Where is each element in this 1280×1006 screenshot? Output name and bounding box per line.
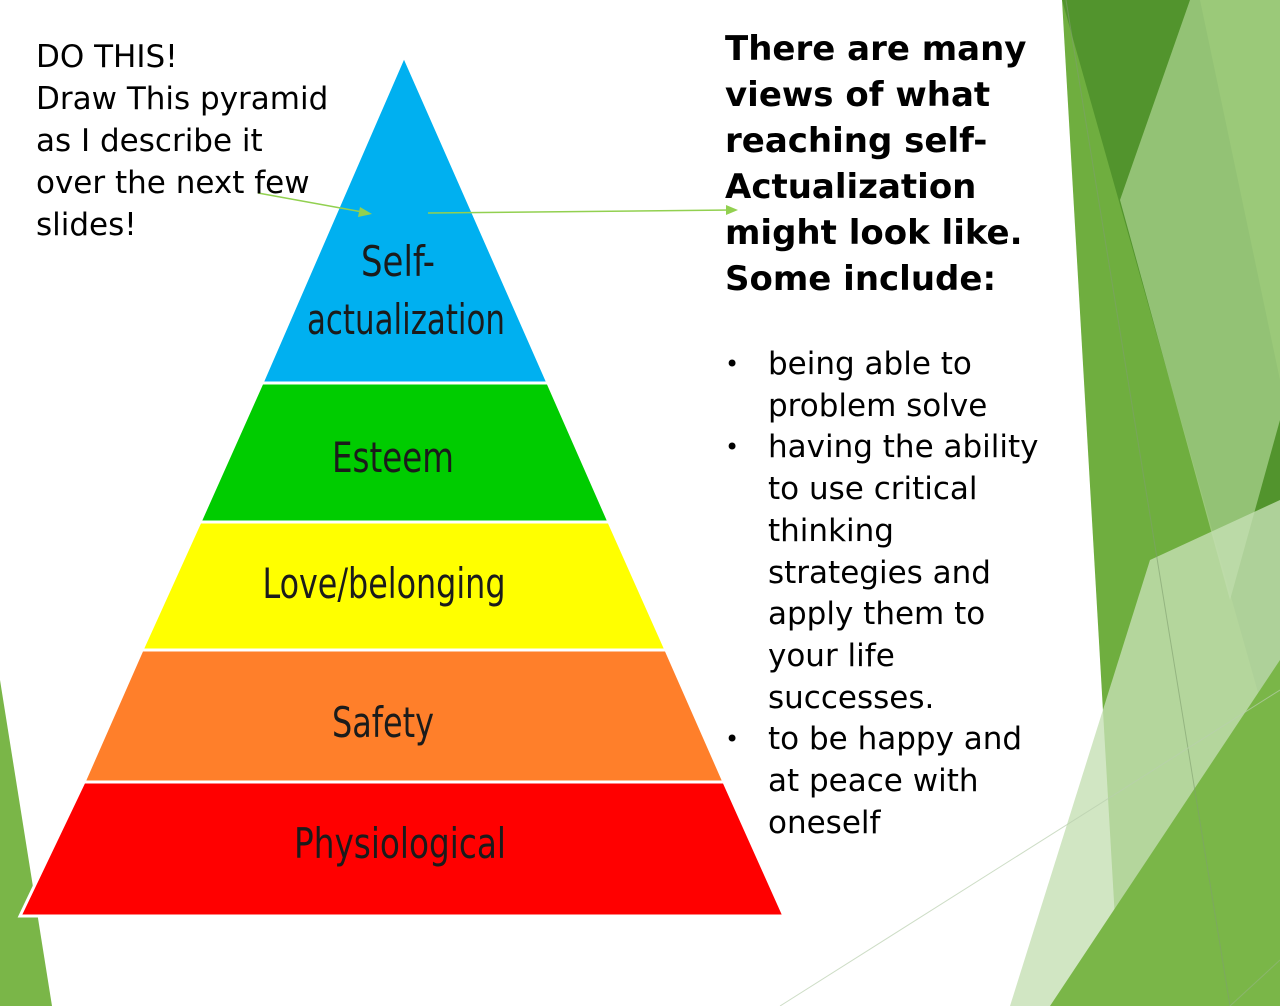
pyramid-label-esteem: Esteem (332, 433, 454, 482)
connector-arrows (257, 192, 738, 217)
heading-line: views of what (725, 75, 991, 115)
decor-line-2 (779, 689, 1280, 1006)
bullet-line: apply them to (768, 596, 986, 633)
instruction-line: DO THIS! (36, 39, 178, 75)
pyramid-label-love-belonging: Love/belonging (263, 559, 506, 608)
heading-line: reaching self- (725, 121, 988, 161)
pyramid-label-physiological: Physiological (294, 819, 506, 868)
pyramid-label-self-actualization-line2: actualization (307, 295, 505, 344)
arrow-instruction-to-pyramid-head (358, 207, 372, 217)
self-actualization-heading: There are many views of what reaching se… (725, 26, 1055, 302)
bullet-icon: • (725, 725, 740, 754)
heading-line: might look like. (725, 213, 1023, 253)
instruction-line: as I describe it (36, 123, 263, 159)
bullet-icon: • (725, 350, 740, 378)
bullet-icon: • (725, 433, 740, 462)
bullet-line: being able to (768, 346, 972, 382)
pyramid-level-physiological (17, 780, 787, 918)
bullet-item: • being able to problem solve (725, 344, 1085, 427)
decorative-green-bands (779, 0, 1280, 1006)
decor-band-light (1120, 0, 1280, 600)
bullet-line: your life (768, 637, 895, 674)
decor-line-1 (1065, 0, 1231, 1006)
bullet-line: to be happy and (768, 721, 1023, 758)
instruction-text: DO THIS! Draw This pyramid as I describe… (36, 36, 356, 246)
instruction-line: Draw This pyramid (36, 81, 329, 117)
bullet-item: • having the ability to use critical thi… (725, 427, 1085, 719)
decor-band-front (1050, 660, 1280, 1006)
arrow-pyramid-to-text (427, 209, 733, 214)
decor-line-3 (1229, 959, 1280, 1006)
maslow-pyramid: Self- actualization Esteem Love/belongin… (17, 52, 787, 918)
heading-line: There are many (725, 29, 1027, 69)
heading-line: Actualization (725, 167, 977, 207)
pyramid-label-safety: Safety (332, 698, 434, 747)
arrow-pyramid-to-text-head (726, 205, 738, 215)
bullet-line: to use critical (768, 471, 978, 508)
bullet-line: thinking (768, 512, 894, 549)
examples-bullet-list: • being able to problem solve • having t… (725, 344, 1085, 844)
instruction-line: slides! (36, 207, 137, 243)
bullet-line: successes. (768, 679, 935, 716)
bullet-line: having the ability (768, 429, 1039, 466)
bullet-line: oneself (768, 804, 881, 841)
bullet-line: problem solve (768, 387, 988, 424)
decor-left-edge (0, 680, 52, 1006)
arrow-instruction-to-pyramid (257, 192, 369, 214)
pyramid-label-self-actualization-line1: Self- (361, 237, 435, 286)
heading-line: Some include: (725, 259, 997, 299)
bullet-line: strategies and (768, 554, 991, 591)
bullet-line: at peace with (768, 763, 979, 800)
instruction-line: over the next few (36, 165, 310, 201)
bullet-item: • to be happy and at peace with oneself (725, 719, 1085, 844)
